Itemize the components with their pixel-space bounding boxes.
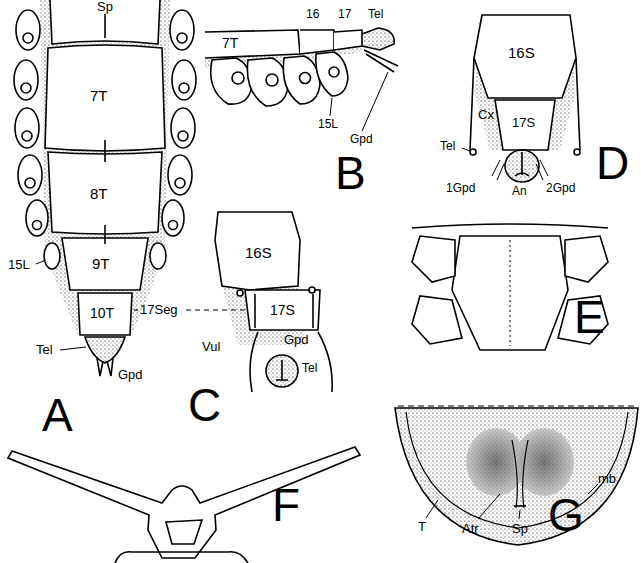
part-label: Tel: [440, 140, 455, 152]
figure-letter: B: [335, 150, 366, 196]
part-label: 17S: [512, 116, 535, 129]
part-label: 9T: [92, 256, 110, 271]
part-label: 1Gpd: [446, 182, 475, 194]
part-label: T: [418, 520, 426, 533]
figure-letter: A: [42, 392, 73, 438]
part-label: 16: [306, 8, 319, 20]
part-label: 7T: [90, 88, 108, 103]
part-label: 15L: [318, 118, 338, 130]
part-label: 16S: [508, 45, 535, 60]
figure-letter: G: [548, 492, 584, 538]
figure-letter: C: [188, 382, 221, 428]
part-label: Tel: [368, 8, 383, 20]
part-label: mb: [598, 472, 616, 485]
part-label: 17: [338, 8, 351, 20]
part-label: 16S: [245, 245, 272, 260]
part-label: Cx: [478, 108, 494, 121]
part-label: Tel: [36, 343, 53, 356]
part-label: Gpd: [118, 368, 143, 381]
part-label: Gpd: [350, 133, 373, 145]
part-label: 15L: [8, 258, 30, 271]
figure-letter: D: [596, 140, 629, 186]
part-label: Sp: [97, 0, 113, 13]
part-label: An: [512, 185, 527, 197]
part-label: Vul: [202, 340, 220, 353]
figure-letter: F: [272, 482, 300, 528]
part-label: 2Gpd: [546, 182, 575, 194]
part-label: Gpd: [284, 333, 309, 346]
part-label: 8T: [90, 186, 108, 201]
part-label: 10T: [90, 306, 114, 320]
part-label: 17S: [270, 303, 295, 317]
figure-letter: E: [574, 294, 605, 340]
part-label: Tel: [302, 362, 317, 374]
part-label: 7T: [222, 36, 238, 50]
part-label: 17Seg: [140, 303, 178, 316]
part-label: Sp: [512, 522, 528, 535]
part-label: Atr: [462, 522, 479, 535]
